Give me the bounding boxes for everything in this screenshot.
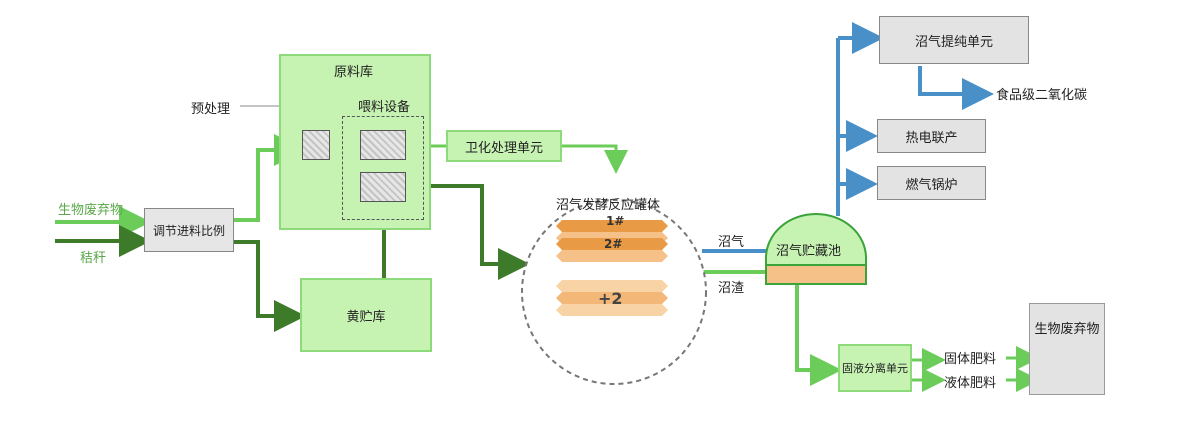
bio-waste-input-label: 生物废弃物 [58, 203, 124, 218]
pretreat-unit [302, 130, 330, 160]
straw-input-label: 秸秆 [80, 251, 107, 266]
raw-store-title: 原料库 [334, 65, 374, 80]
chp-unit: 热电联产 [877, 119, 986, 153]
tank-2-icon [556, 238, 668, 262]
liquid-fertilizer-label: 液体肥料 [944, 376, 997, 391]
solid-fertilizer-label: 固体肥料 [944, 352, 997, 367]
tank-1-label: 1# [606, 214, 625, 228]
tank-3-label: +2 [598, 289, 623, 308]
feeder-unit-2 [360, 172, 406, 202]
sanitize-unit: 卫化处理单元 [446, 130, 562, 162]
residue-label: 沼渣 [718, 281, 745, 296]
feeder-label: 喂料设备 [358, 100, 411, 115]
gas-holder-label: 沼气贮藏池 [776, 244, 842, 259]
digester-title: 沼气发酵反应罐体 [556, 198, 661, 213]
feeder-unit-1 [360, 130, 406, 160]
tank-2-label: 2# [604, 237, 623, 251]
pretreat-label: 预处理 [191, 102, 231, 117]
final-bio-waste-box: 生物废弃物 [1029, 303, 1105, 395]
yellow-store-box: 黄贮库 [300, 278, 432, 352]
arrow-to-yellow [234, 240, 306, 332]
final-bio-waste-label: 生物废弃物 [1034, 322, 1100, 337]
arrow-to-raw [234, 134, 306, 222]
feeder-group [342, 116, 424, 220]
boiler-unit: 燃气锅炉 [877, 166, 986, 200]
separator-unit: 固液分离单元 [838, 344, 912, 392]
food-co2-label: 食品级二氧化碳 [996, 88, 1088, 103]
biogas-label: 沼气 [718, 235, 745, 250]
tank-3-icon [556, 280, 668, 316]
purify-unit: 沼气提纯单元 [879, 16, 1029, 64]
regulator-box: 调节进料比例 [144, 208, 234, 252]
